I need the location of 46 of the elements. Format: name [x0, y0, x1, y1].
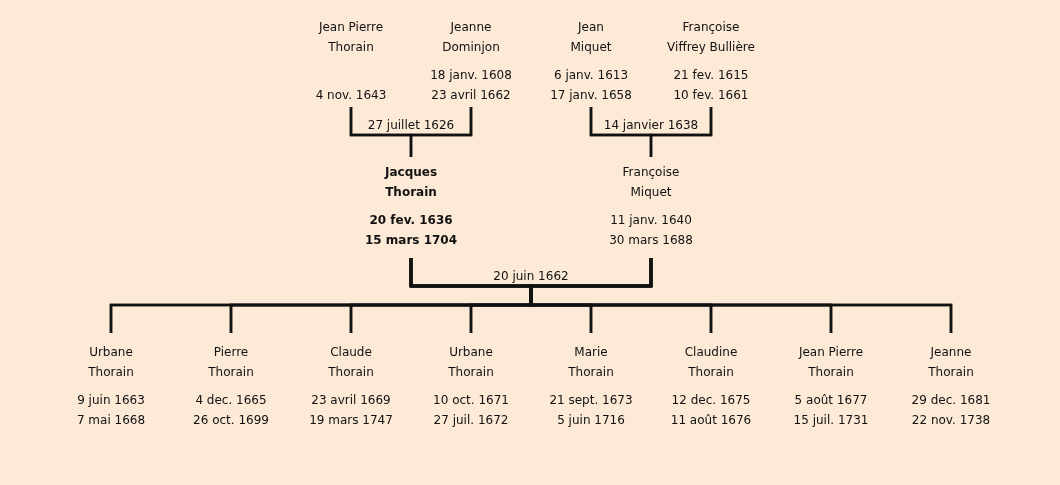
life-date: 4 dec. 1665	[195, 392, 267, 409]
person-name: Claude Thorain	[328, 344, 374, 381]
life-date: 18 janv. 1608	[430, 67, 512, 84]
life-date: 20 fev. 1636	[369, 212, 453, 229]
life-date: 23 avril 1669	[311, 392, 391, 409]
person-name: Pierre Thorain	[208, 344, 254, 381]
life-date: 15 juil. 1731	[793, 412, 869, 429]
edge-label: 20 juin 1662	[491, 268, 571, 284]
life-date: 21 fev. 1615	[673, 67, 749, 84]
life-date: 11 août 1676	[670, 412, 752, 429]
person-name: Françoise Viffrey Bullière	[667, 19, 755, 56]
person-name: Urbane Thorain	[448, 344, 494, 381]
life-date: 29 dec. 1681	[911, 392, 991, 409]
person-name: Marie Thorain	[568, 344, 614, 381]
life-date: 11 janv. 1640	[610, 212, 692, 229]
life-date: 10 oct. 1671	[433, 392, 509, 409]
person-name: Jeanne Thorain	[928, 344, 974, 381]
life-date: 30 mars 1688	[609, 232, 693, 249]
person-name: Urbane Thorain	[88, 344, 134, 381]
life-date: 27 juil. 1672	[433, 412, 509, 429]
life-date: 9 juin 1663	[77, 392, 145, 409]
life-date: 12 dec. 1675	[671, 392, 751, 409]
life-date: 5 juin 1716	[557, 412, 625, 429]
person-name: Jeanne Dominjon	[442, 19, 500, 56]
life-date: 19 mars 1747	[309, 412, 393, 429]
life-date: 4 nov. 1643	[315, 87, 387, 104]
life-date: 15 mars 1704	[364, 232, 458, 249]
life-date: 5 août 1677	[794, 392, 868, 409]
life-date: 26 oct. 1699	[193, 412, 269, 429]
tree-connector	[529, 258, 953, 333]
life-date: 22 nov. 1738	[911, 412, 991, 429]
person-name: Jean Pierre Thorain	[798, 344, 864, 381]
life-date: 23 avril 1662	[431, 87, 511, 104]
tree-connector	[649, 107, 713, 157]
tree-connector	[409, 107, 473, 157]
life-date: 17 janv. 1658	[550, 87, 632, 104]
life-date: 21 sept. 1673	[549, 392, 633, 409]
person-name: Jean Miquet	[570, 19, 612, 56]
edge-label: 27 juillet 1626	[365, 117, 457, 133]
life-date: 10 fev. 1661	[673, 87, 749, 104]
person-name: Jean Pierre Thorain	[318, 19, 384, 56]
life-date: 7 mai 1668	[76, 412, 146, 429]
person-name: Jacques Thorain	[384, 164, 438, 201]
life-date: 6 janv. 1613	[553, 67, 629, 84]
person-name: Françoise Miquet	[622, 164, 680, 201]
person-name: Claudine Thorain	[684, 344, 738, 381]
